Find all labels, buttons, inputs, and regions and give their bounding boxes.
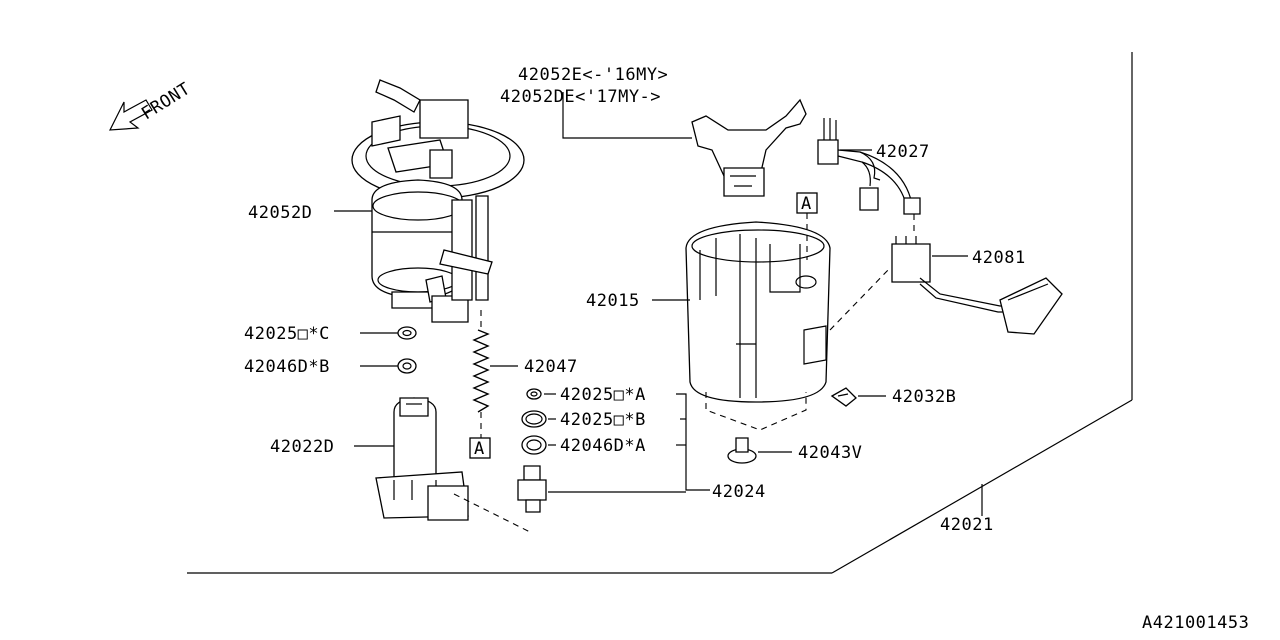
label-42046a: 42046D*A xyxy=(560,436,646,456)
pump-module-42052d xyxy=(351,79,525,323)
front-arrow-icon: FRONT xyxy=(108,79,194,131)
fuel-pump-42022d xyxy=(375,397,469,521)
plug-42043v xyxy=(727,437,757,464)
label-42032b: 42032B xyxy=(892,387,956,407)
regulator-42024 xyxy=(453,465,547,533)
part-labels: 42052E<-'16MY> 42052DE<'17MY-> 42027 420… xyxy=(244,65,1249,633)
ref-marker-a-bottom: A xyxy=(469,437,491,459)
label-42052d: 42052D xyxy=(248,203,312,223)
label-42025b: 42025□*B xyxy=(560,410,646,430)
clip-42032b xyxy=(830,387,857,407)
label-42021: 42021 xyxy=(940,515,994,535)
sender-mount-line xyxy=(829,267,891,331)
seal-42046a xyxy=(521,435,547,455)
retainer-42052e xyxy=(691,98,807,197)
ring-42025c xyxy=(397,326,417,340)
label-42043v: 42043V xyxy=(798,443,862,463)
label-42047: 42047 xyxy=(524,357,578,377)
ref-marker-a-top: A xyxy=(796,192,818,260)
label-42046b: 42046D*B xyxy=(244,357,330,377)
seal-42025b xyxy=(521,410,547,428)
drawing-id: A421001453 xyxy=(1142,613,1249,633)
ref-marker-a-top-label: A xyxy=(801,194,812,214)
label-42015: 42015 xyxy=(586,291,640,311)
spring-42047 xyxy=(472,310,490,438)
level-sender-42081 xyxy=(891,236,1063,335)
label-42022d: 42022D xyxy=(270,437,334,457)
label-42052de: 42052DE<'17MY-> xyxy=(500,87,661,107)
front-label: FRONT xyxy=(138,79,194,124)
label-42052e: 42052E<-'16MY> xyxy=(518,65,668,85)
reservoir-42015 xyxy=(685,221,831,431)
ref-marker-a-bottom-label: A xyxy=(474,439,485,459)
label-42025c: 42025□*C xyxy=(244,324,330,344)
harness-42027 xyxy=(817,118,921,215)
label-42027: 42027 xyxy=(876,142,930,162)
leader-lines xyxy=(334,92,983,516)
label-42024: 42024 xyxy=(712,482,766,502)
label-42081: 42081 xyxy=(972,248,1026,268)
bushing-42046b xyxy=(397,358,417,374)
seal-42025a xyxy=(526,388,542,400)
label-42025a: 42025□*A xyxy=(560,385,646,405)
assembly-frame xyxy=(187,52,1133,574)
